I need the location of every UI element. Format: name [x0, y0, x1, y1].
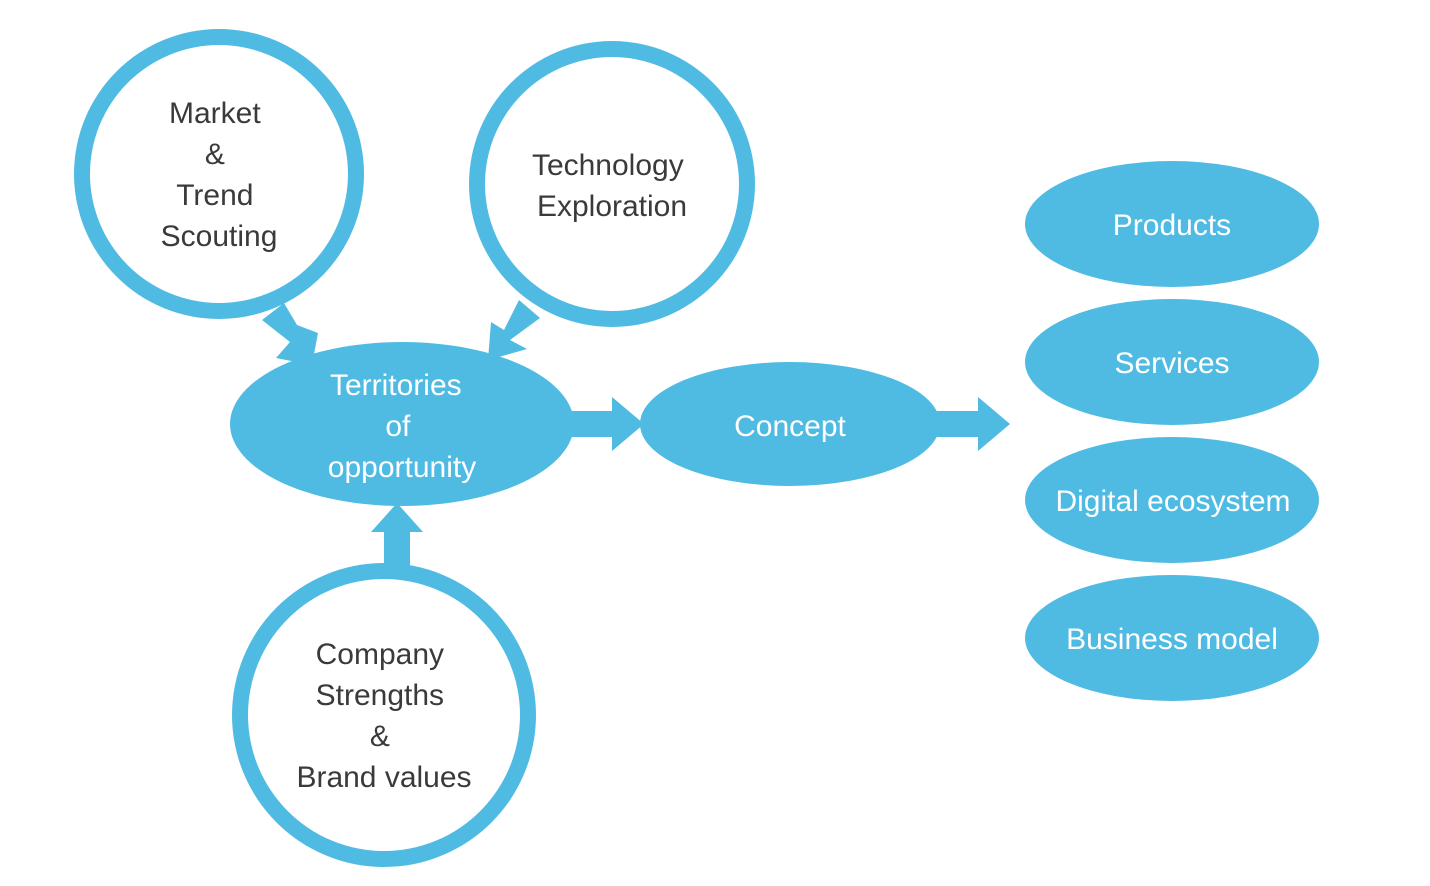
output-digital-ecosystem-node: Digital ecosystem	[1025, 437, 1319, 563]
svg-text:Technology Exploration: Technology Exploration	[532, 149, 692, 223]
output-business-model-node: Business model	[1025, 575, 1319, 701]
market-line-3: Trend	[176, 179, 253, 212]
arrow-company-to-territories	[371, 503, 423, 575]
output-services-node: Services	[1025, 299, 1319, 425]
output-digital-ecosystem-label: Digital ecosystem	[1055, 485, 1290, 518]
company-strengths-node: Company Strengths & Brand values	[232, 563, 536, 867]
technology-line-2: Exploration	[537, 190, 687, 223]
market-line-1: Market	[169, 97, 261, 130]
concept-label: Concept	[734, 410, 846, 443]
territories-line-1: Territories	[330, 369, 462, 402]
svg-text:Territories of opp: Territories of opportunity	[328, 369, 476, 484]
company-line-2: Strengths	[316, 679, 444, 712]
arrow-market-to-territories	[262, 303, 318, 365]
arrow-technology-to-territories	[488, 300, 540, 360]
arrow-concept-to-outputs	[936, 397, 1010, 451]
arrow-territories-to-concept	[572, 397, 644, 451]
output-products-node: Products	[1025, 161, 1319, 287]
output-products-label: Products	[1113, 209, 1231, 242]
technology-exploration-node: Technology Exploration	[469, 41, 755, 327]
market-trend-scouting-node: Market & Trend Scouting	[74, 29, 364, 319]
company-line-1: Company	[316, 638, 444, 671]
svg-text:Market & Trend: Market & Trend Scouting	[161, 97, 278, 253]
market-line-2: &	[205, 138, 225, 171]
concept-node: Concept	[640, 362, 940, 486]
company-line-3: &	[370, 720, 390, 753]
company-line-4: Brand values	[296, 761, 471, 794]
territories-line-2: of	[385, 410, 411, 443]
technology-line-1: Technology	[532, 149, 684, 182]
territories-node: Territories of opportunity	[230, 342, 574, 506]
output-business-model-label: Business model	[1066, 623, 1278, 656]
territories-line-3: opportunity	[328, 451, 476, 484]
svg-text:Company Strengths: Company Strengths & Brand values	[296, 638, 471, 794]
market-line-4: Scouting	[161, 220, 278, 253]
output-services-label: Services	[1114, 347, 1229, 380]
